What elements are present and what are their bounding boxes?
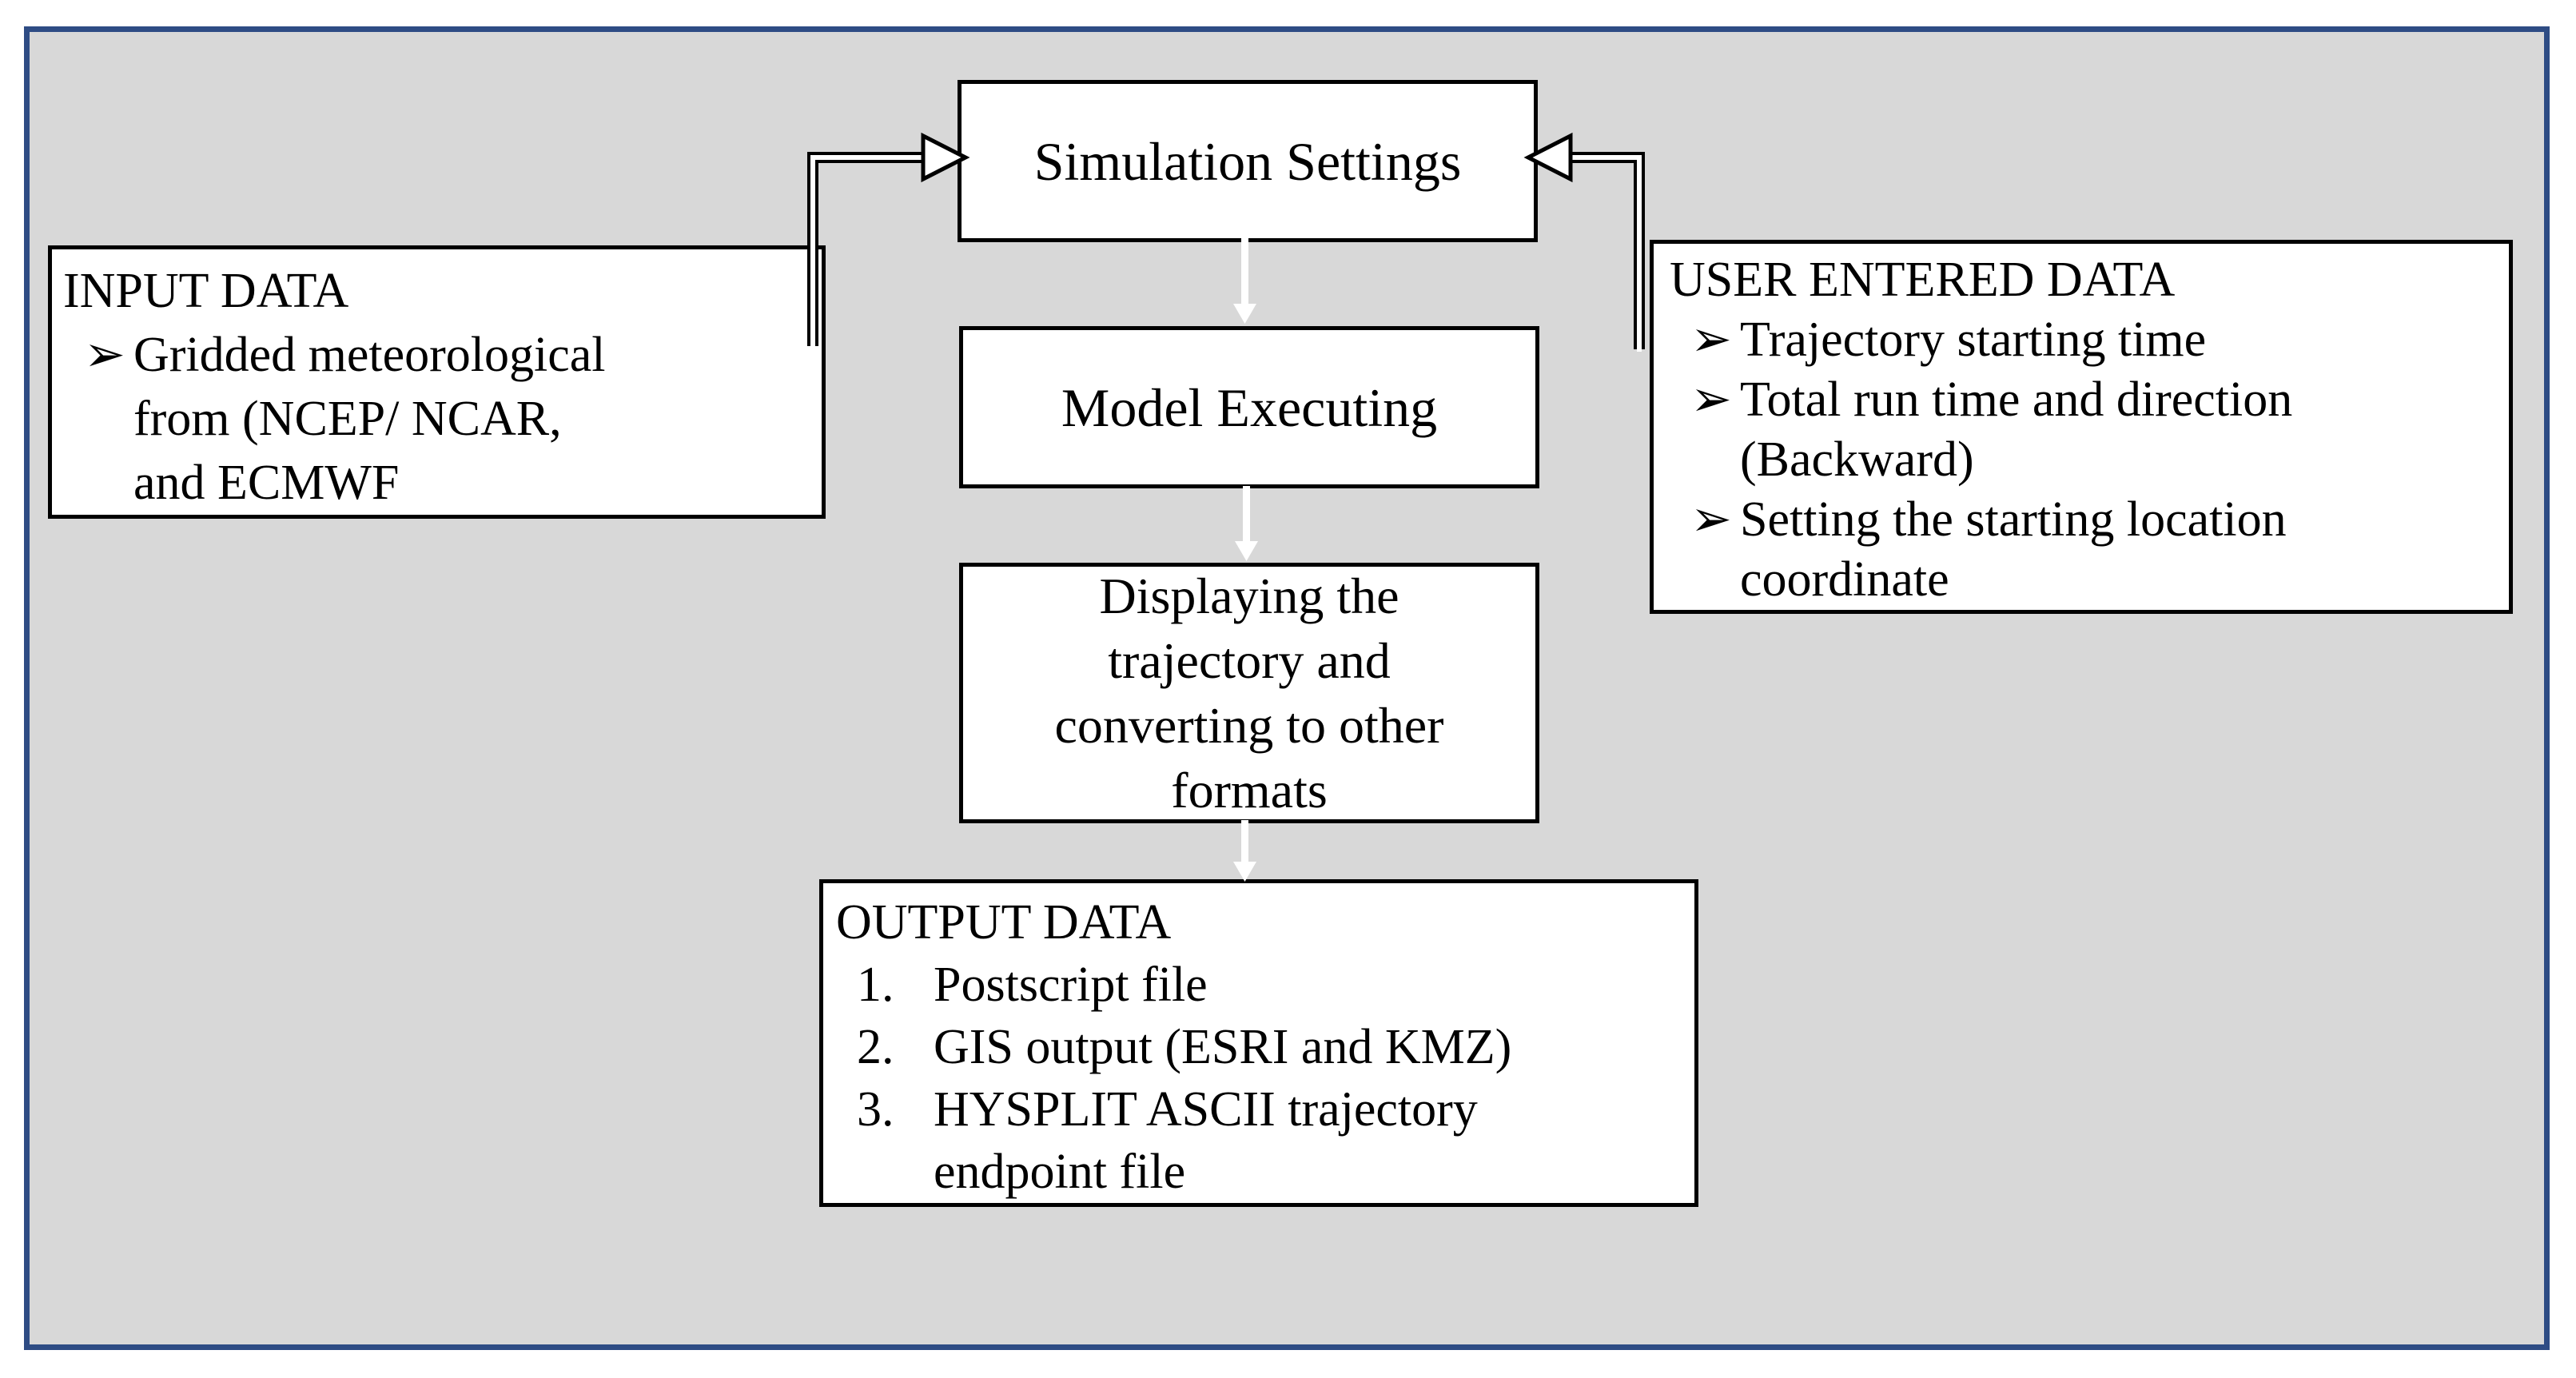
arrow-bullet-icon: ➢ — [1690, 372, 1732, 427]
list-number: 1. — [857, 958, 894, 1012]
input-data-title: INPUT DATA — [63, 264, 349, 318]
node-model-executing: Model Executing — [959, 326, 1539, 488]
list-item: ➢ Total run time and direction (Backward… — [1670, 370, 2493, 490]
arrow-bullet-icon: ➢ — [84, 328, 125, 382]
output-data-item: Postscript file — [934, 958, 1208, 1012]
list-item: 2. GIS output (ESRI and KMZ) — [836, 1016, 1678, 1078]
list-item: ➢ Trajectory starting time — [1670, 310, 2493, 370]
list-item: ➢ Gridded meteorological from (NCEP/ NCA… — [63, 323, 806, 515]
output-data-title: OUTPUT DATA — [836, 895, 1172, 950]
user-entered-data-item: Setting the starting location coordinate — [1740, 492, 2287, 607]
node-displaying-trajectory-label: Displaying the trajectory and converting… — [1054, 568, 1444, 818]
node-model-executing-label: Model Executing — [1061, 376, 1438, 438]
node-simulation-settings: Simulation Settings — [958, 80, 1538, 242]
output-data-item: HYSPLIT ASCII trajectory endpoint file — [934, 1082, 1478, 1199]
user-entered-data-item: Total run time and direction (Backward) — [1740, 372, 2293, 487]
list-number: 3. — [857, 1082, 894, 1137]
list-number: 2. — [857, 1020, 894, 1074]
node-input-data: INPUT DATA ➢ Gridded meteorological from… — [48, 245, 826, 519]
list-item: ➢ Setting the starting location coordina… — [1670, 490, 2493, 610]
output-data-item: GIS output (ESRI and KMZ) — [934, 1020, 1512, 1074]
node-user-entered-data: USER ENTERED DATA ➢ Trajectory starting … — [1650, 240, 2513, 614]
node-simulation-settings-label: Simulation Settings — [1033, 130, 1462, 192]
list-item: 3. HYSPLIT ASCII trajectory endpoint fil… — [836, 1078, 1678, 1203]
user-entered-data-title: USER ENTERED DATA — [1670, 253, 2176, 307]
input-data-item: Gridded meteorological from (NCEP/ NCAR,… — [133, 328, 606, 510]
list-item: 1. Postscript file — [836, 954, 1678, 1016]
node-output-data: OUTPUT DATA 1. Postscript file 2. GIS ou… — [819, 879, 1698, 1207]
arrow-bullet-icon: ➢ — [1690, 313, 1732, 367]
user-entered-data-item: Trajectory starting time — [1740, 313, 2207, 367]
arrow-bullet-icon: ➢ — [1690, 492, 1732, 547]
node-displaying-trajectory: Displaying the trajectory and converting… — [959, 563, 1539, 823]
